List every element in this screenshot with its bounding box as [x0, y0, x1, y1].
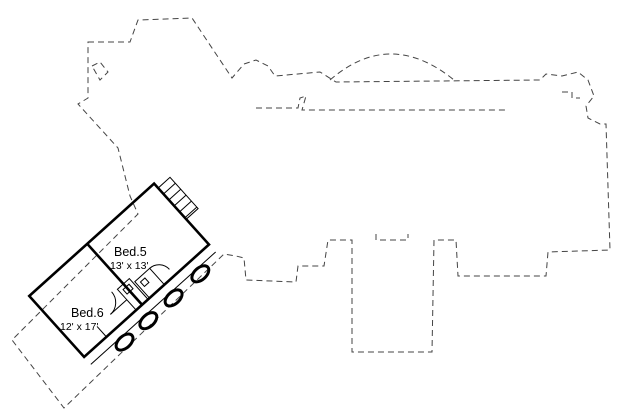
center-wing-cap — [375, 234, 409, 241]
right-step-detail — [562, 91, 580, 99]
room-name-bed6: Bed.6 — [71, 306, 104, 320]
closet-wall — [96, 326, 107, 338]
toilet-fixture — [122, 283, 134, 295]
balcony-columns — [114, 264, 211, 352]
door-swing — [110, 291, 117, 315]
main-floor-outline — [11, 17, 611, 409]
sink-fixture — [139, 277, 150, 288]
room-divider — [86, 242, 144, 306]
closet-block — [134, 267, 166, 299]
main-floor-dome — [329, 53, 455, 81]
room-name-bed5: Bed.5 — [114, 245, 147, 259]
balcony-edge — [90, 251, 216, 365]
door-swing — [149, 264, 170, 270]
stair — [157, 176, 199, 220]
main-floor-inner-line — [256, 95, 508, 111]
room-size-bed5: 13' x 13' — [110, 260, 148, 272]
bedroom-wing — [27, 176, 216, 365]
room-size-bed6: 12' x 17' — [60, 321, 98, 333]
corner-tower-notch — [91, 61, 109, 81]
